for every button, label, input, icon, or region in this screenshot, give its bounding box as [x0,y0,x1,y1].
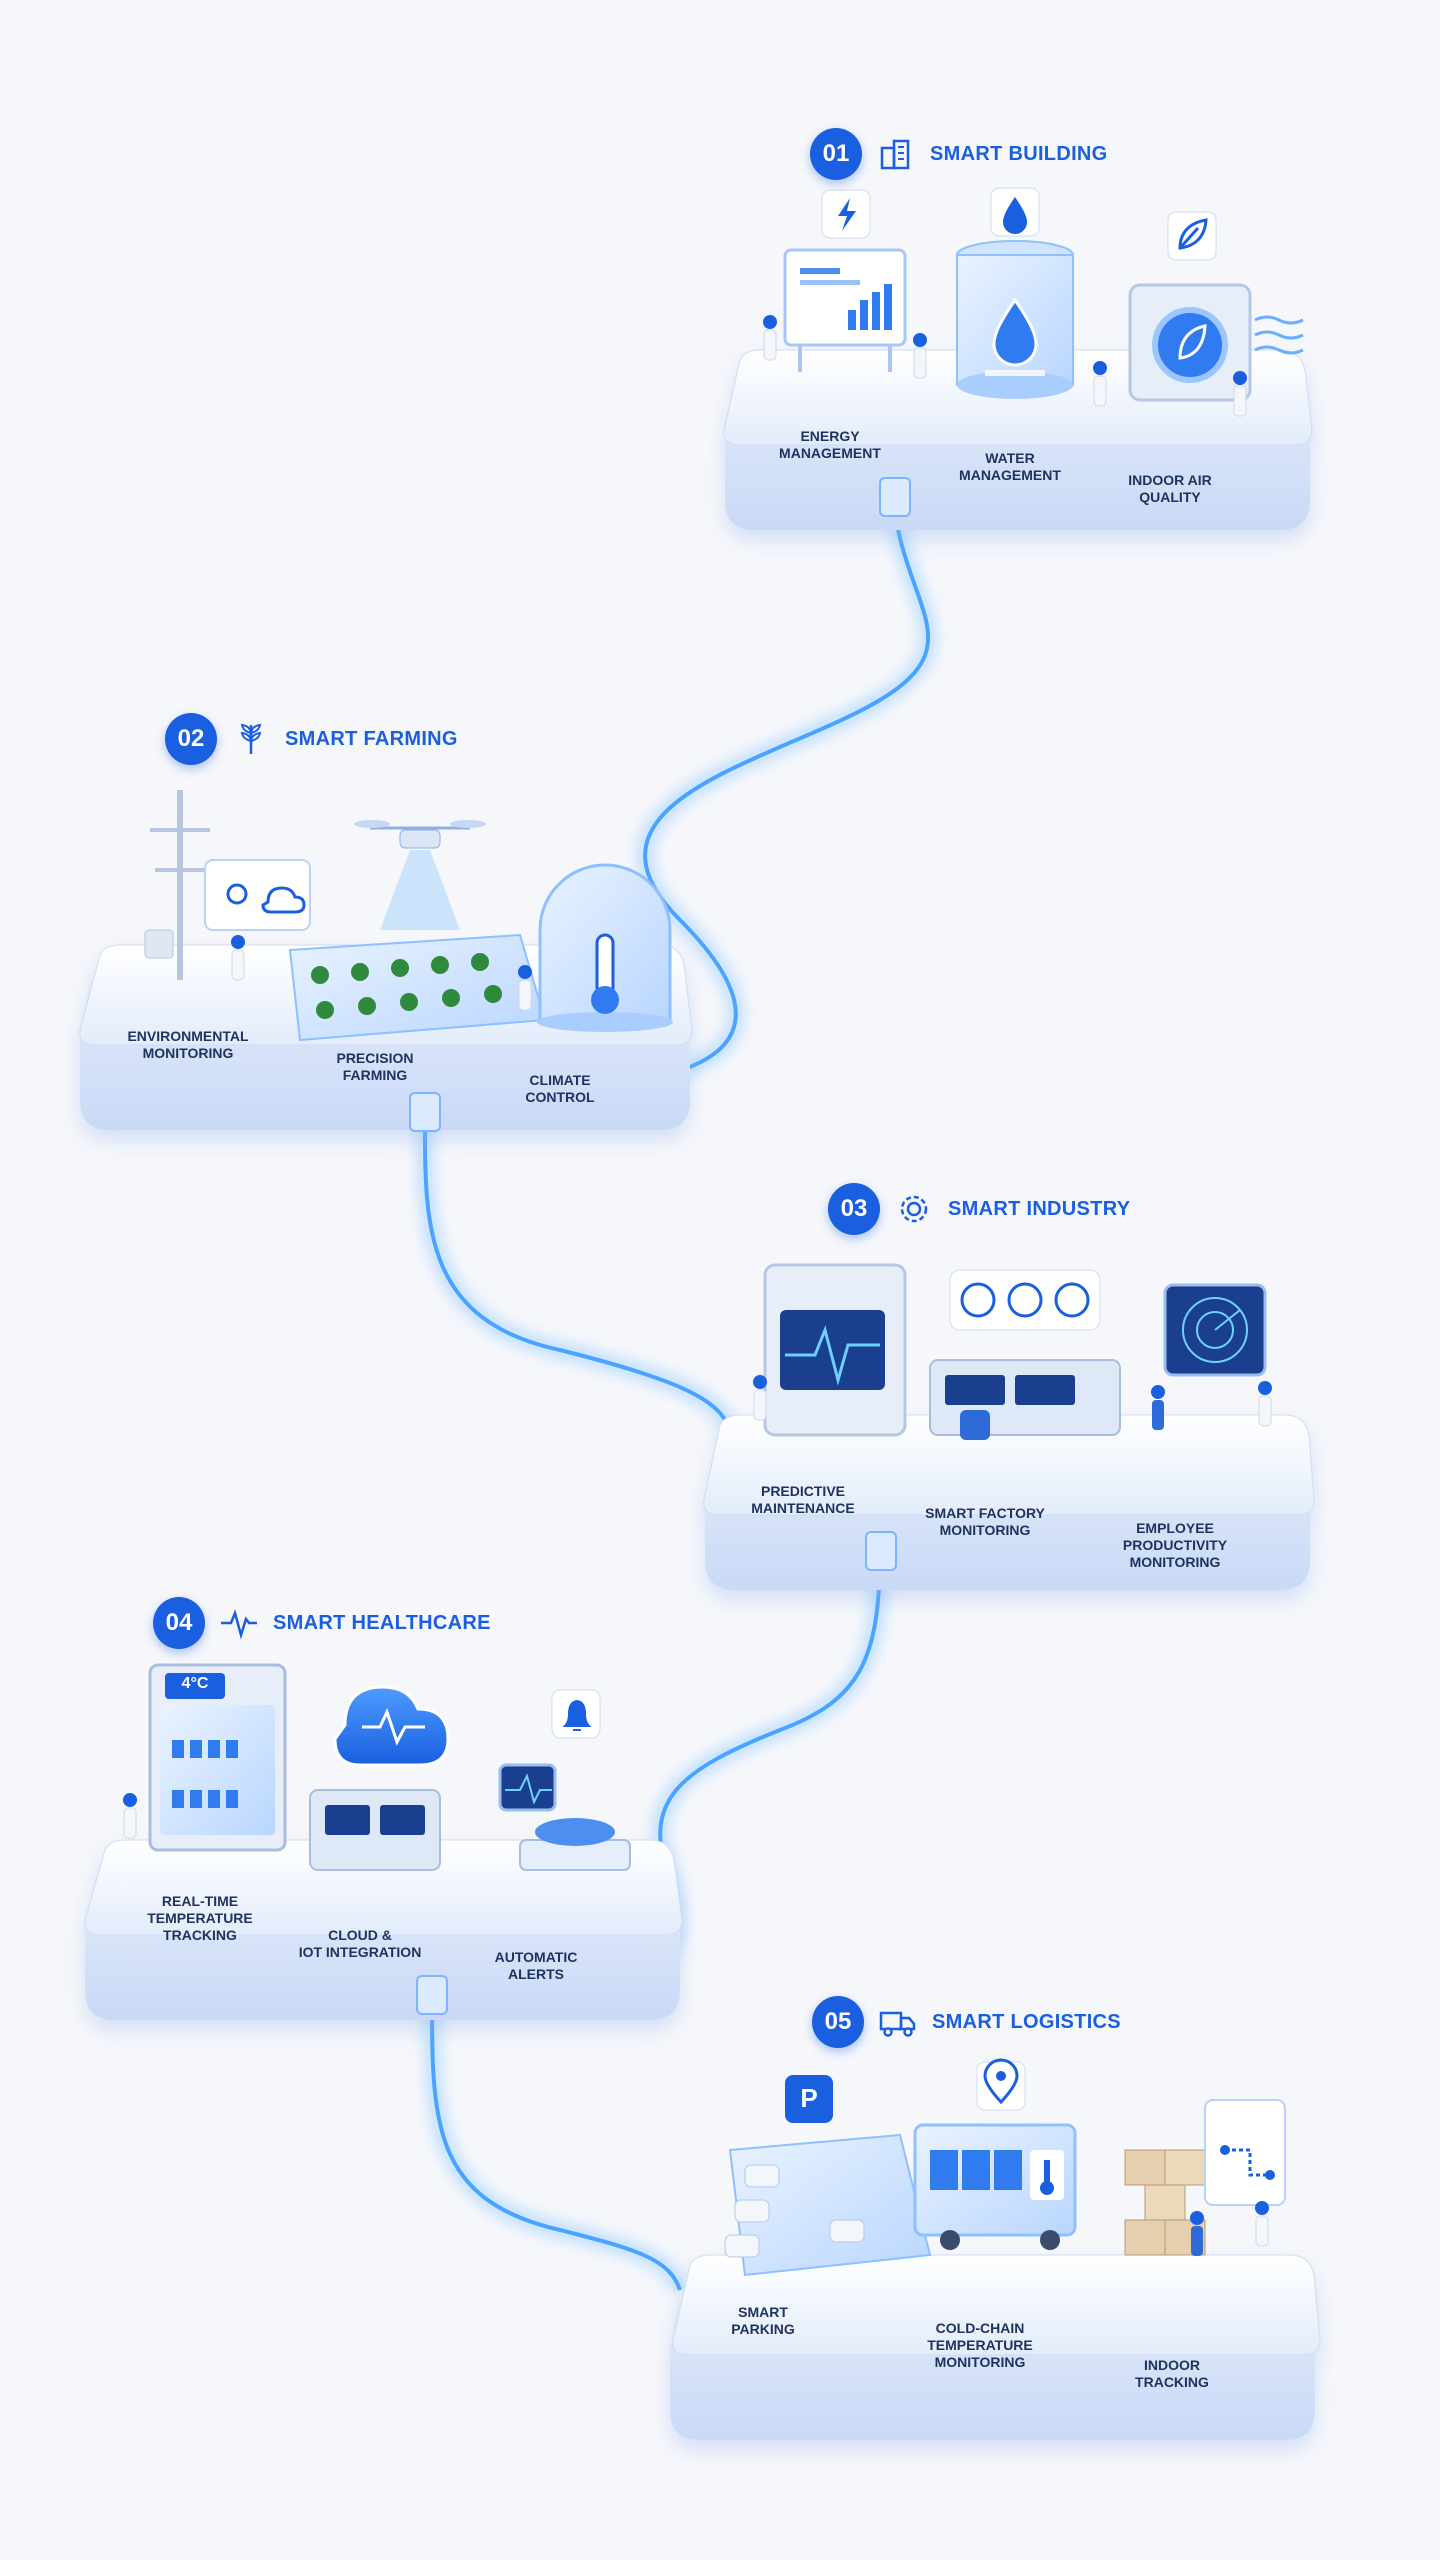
radar-screen [1163,1283,1267,1377]
section-title: SMART HEALTHCARE [273,1611,491,1634]
cloud-server-console [309,1789,441,1871]
bell-icon [551,1689,601,1739]
section-title: SMART INDUSTRY [948,1197,1131,1220]
connector-cables [414,479,939,2294]
fridge-temp-readout: 4°C [181,1675,209,1692]
section-header-building: 01 SMART BUILDING [810,128,1108,180]
hospital-bed [498,1763,631,1871]
crop-beds [288,933,547,1042]
heartbeat-icon [219,1603,259,1643]
label-cloud-iot-integration: CLOUD & IOT INTEGRATION [298,1927,422,1960]
label-employee-productivity-monitoring: EMPLOYEE PRODUCTIVITY MONITORING [1122,1520,1228,1570]
factory-console [929,1359,1121,1440]
section-title: SMART BUILDING [930,142,1108,165]
label-automatic-alerts: AUTOMATIC ALERTS [494,1949,578,1982]
label-water-management: WATER MANAGEMENT [959,450,1061,483]
label-smart-parking: SMART PARKING [731,2304,795,2337]
truck-icon [878,2002,918,2042]
section-number: 02 [165,713,217,765]
map-pin-icon [976,2058,1026,2111]
weather-panel [204,859,311,931]
cloud-icon [333,1685,450,1767]
energy-dashboard-board [783,248,907,372]
label-cold-chain-temperature-monitoring: COLD-CHAIN TEMPERATURE MONITORING [927,2320,1033,2370]
label-energy-management: ENERGY MANAGEMENT [779,428,881,461]
section-header-farming: 02 SMART FARMING [165,713,458,765]
air-purifier-unit [1128,283,1304,402]
parking-sign [785,2075,833,2123]
indoor-tracking-panel [1204,2099,1286,2206]
wheat-icon [231,719,271,759]
refrigerated-truck [913,2123,1077,2250]
label-indoor-air-quality: INDOOR AIR QUALITY [1128,472,1212,505]
cable-1-2 [635,479,939,1090]
label-predictive-maintenance: PREDICTIVE MAINTENANCE [751,1483,855,1516]
gear-icon [894,1189,934,1229]
section-number: 05 [812,1996,864,2048]
label-climate-control: CLIMATE CONTROL [525,1072,595,1105]
label-indoor-tracking: INDOOR TRACKING [1135,2357,1209,2390]
drone [354,820,486,930]
weather-station [144,790,210,980]
platform-industry [703,1414,1315,1590]
label-smart-factory-monitoring: SMART FACTORY MONITORING [925,1505,1045,1538]
section-number: 03 [828,1183,880,1235]
parking-grid [724,2133,932,2277]
section-number: 04 [153,1597,205,1649]
section-header-logistics: 05 SMART LOGISTICS [812,1996,1121,2048]
greenhouse-dome [537,863,673,1032]
vaccine-fridge [148,1663,287,1852]
bolt-icon [821,189,871,239]
leaf-icon [1167,211,1217,261]
parking-sign-letter: P [800,2083,818,2113]
section-title: SMART FARMING [285,727,458,750]
people-figures [123,315,1272,2256]
water-drop-icon [990,187,1040,237]
maintenance-machine [763,1263,907,1437]
section-header-industry: 03 SMART INDUSTRY [828,1183,1130,1235]
section-title: SMART LOGISTICS [932,2010,1121,2033]
platform-logistics [670,2254,1321,2440]
cable-4-5 [421,1989,690,2294]
section-number: 01 [810,128,862,180]
gauges-panel [949,1269,1101,1331]
label-precision-farming: PRECISION FARMING [336,1050,414,1083]
building-icon [876,134,916,174]
cable-2-3 [414,1109,740,1434]
section-header-healthcare: 04 SMART HEALTHCARE [153,1597,491,1649]
label-environmental-monitoring: ENVIRONMENTAL MONITORING [127,1028,249,1061]
label-real-time-temperature-tracking: REAL-TIME TEMPERATURE TRACKING [147,1893,253,1943]
water-tank [956,240,1074,399]
